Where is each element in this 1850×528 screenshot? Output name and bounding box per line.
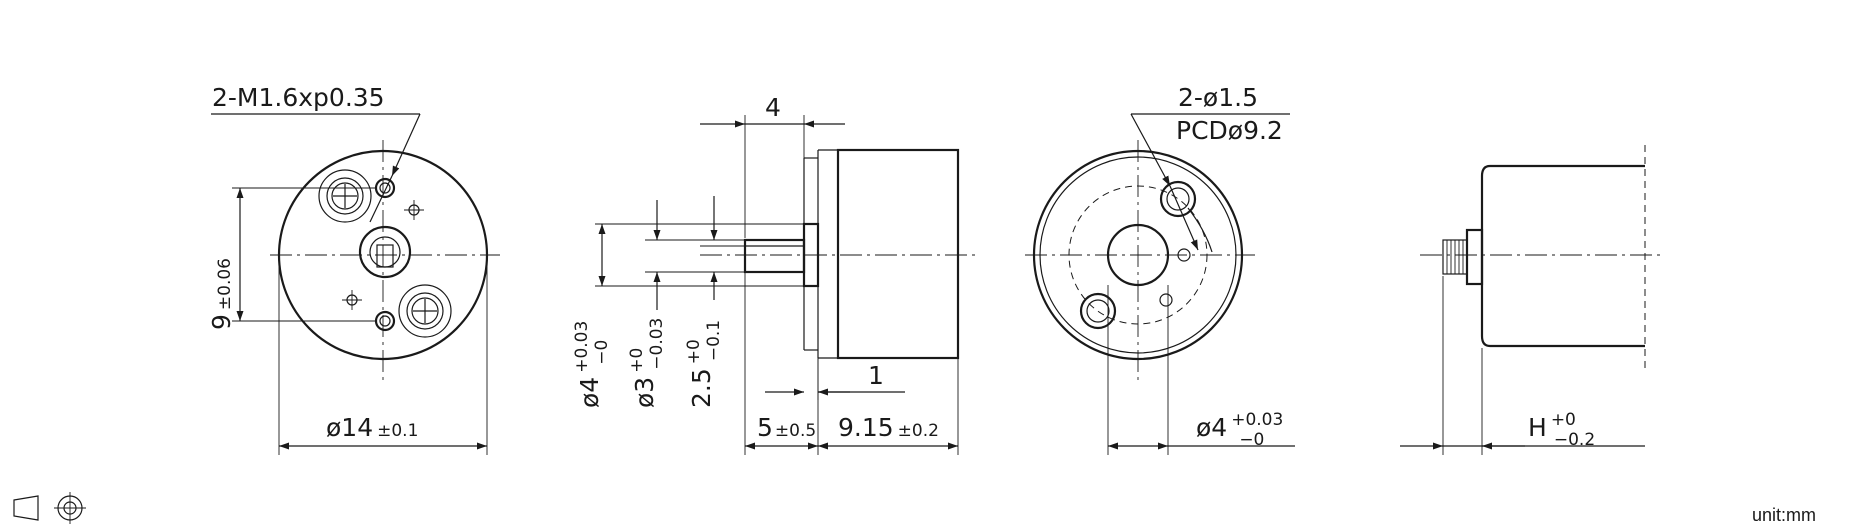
pcd-callout: PCDø9.2 <box>1176 116 1283 145</box>
front-diameter-dim: ø14±0.1 <box>326 413 418 442</box>
rear-center-boss <box>1106 223 1170 287</box>
dim-d3: ø3+0−0.03 <box>627 318 667 408</box>
h-dimension: H+0−0.2 <box>1528 410 1595 450</box>
third-angle-projection-icon <box>13 492 86 524</box>
dim-d4: ø4+0.03−0 <box>572 321 612 408</box>
thread-callout: 2-M1.6xp0.35 <box>212 83 385 112</box>
profile-body <box>1480 164 1645 348</box>
profile-view: H+0−0.2 <box>1400 145 1660 455</box>
offset-dim-1: 1 <box>868 361 884 390</box>
holes-callout: 2-ø1.5 <box>1178 83 1258 112</box>
length-dim-5: 5±0.5 <box>757 413 816 442</box>
height-dim-value: 9±0.06 <box>207 258 236 330</box>
length-dim-9-15: 9.15±0.2 <box>838 413 939 442</box>
motor-body <box>836 148 960 360</box>
side-view: 4 ø4+0.03−0 ø3+0−0.03 2.5+0−0.1 1 5±0.5 … <box>572 93 975 455</box>
screw-head-upper <box>318 169 372 223</box>
rear-view: 2-ø1.5 PCDø9.2 ø4+0.03−0 <box>1025 83 1295 455</box>
rear-diameter-dim: ø4+0.03−0 <box>1196 410 1283 450</box>
dim-2-5: 2.5+0−0.1 <box>684 320 724 408</box>
shaft <box>743 238 806 274</box>
top-dim-4: 4 <box>765 93 781 122</box>
unit-note: unit:mm <box>1752 505 1816 525</box>
screw-head-lower <box>398 284 452 338</box>
front-view: 2-M1.6xp0.35 9±0.06 ø14±0.1 <box>207 83 500 455</box>
